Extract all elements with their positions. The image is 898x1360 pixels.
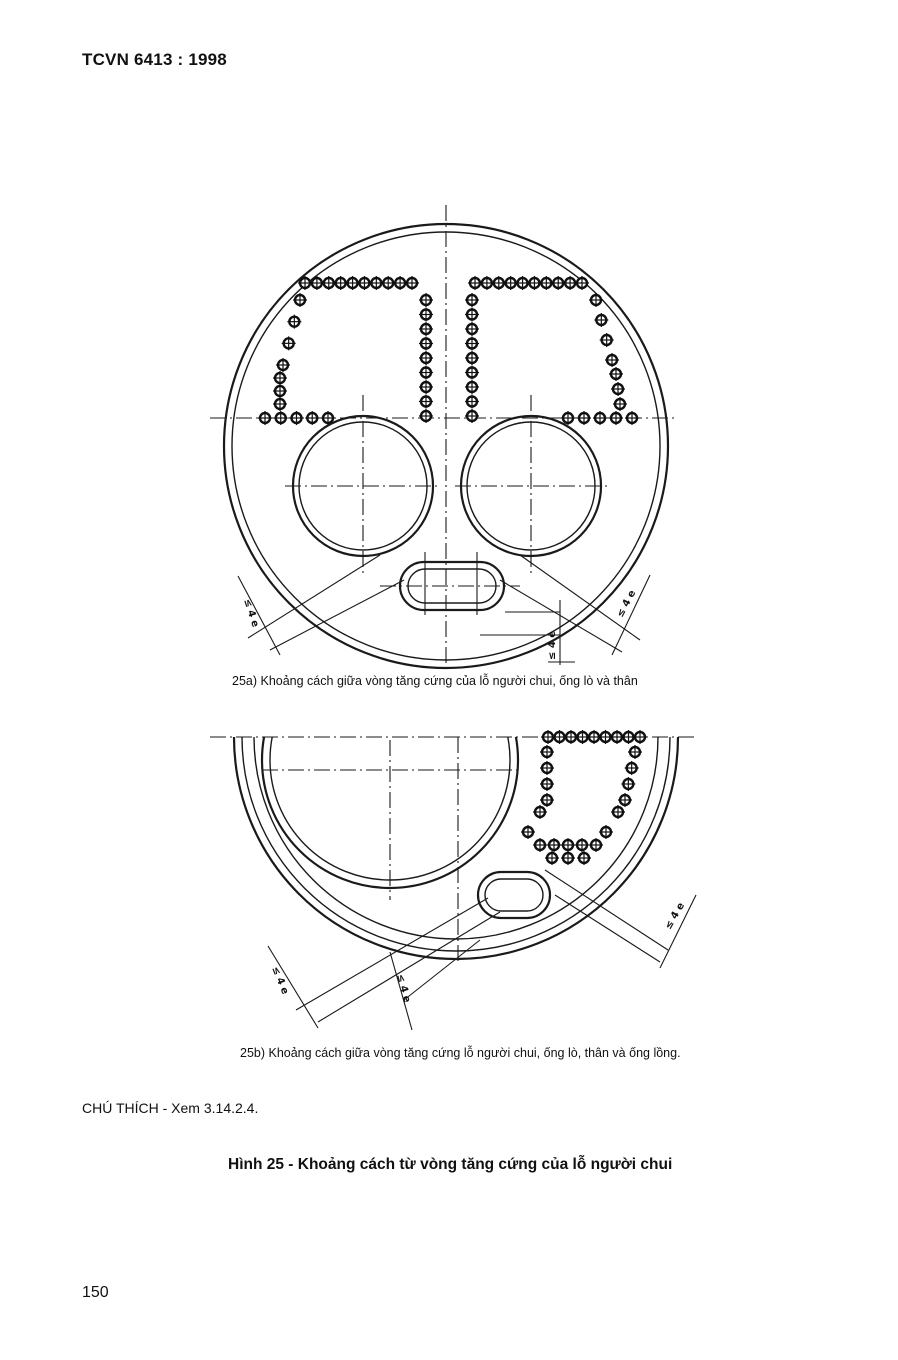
standard-header: TCVN 6413 : 1998 [82,50,227,69]
figure-25b: ≤ 4 e ≤ 4 e ≤ 4 e [210,730,697,1031]
dimension-lines-25b [267,869,697,1031]
dimension-lines-25a [237,554,651,665]
figure-25-drawing: ≤ 4 e ≤ 4 e ≤ 4 e ≤ 4 e [210,205,697,1031]
figure-title: Hình 25 - Khoảng cách từ vòng tăng cứng … [228,1156,673,1173]
dim-label-25a-bottom: ≤ 4 e [547,631,558,660]
note: CHÚ THÍCH - Xem 3.14.2.4. [82,1100,259,1116]
figure-25a: ≤ 4 e ≤ 4 e ≤ 4 e [210,205,675,670]
dim-label-25a-right: ≤ 4 e [615,588,638,619]
caption-25b: 25b) Khoảng cách giữa vòng tăng cứng lỗ … [240,1046,681,1060]
stay-rivets-25a [258,276,639,425]
page-number: 150 [82,1284,109,1301]
dim-label-25b-right: ≤ 4 e [663,901,687,932]
stay-rivets-25b [521,730,647,865]
furnace-outer-arc [260,737,520,890]
shell-inner-arc [241,737,671,952]
dim-label-25b-middle: ≤ 4 e [394,973,412,1004]
manhole-ring-25b-outer [476,870,552,920]
caption-25a: 25a) Khoảng cách giữa vòng tăng cứng của… [232,674,638,688]
dim-label-25b-left: ≤ 4 e [269,965,290,996]
manhole-ring-25b-inner [484,878,544,912]
